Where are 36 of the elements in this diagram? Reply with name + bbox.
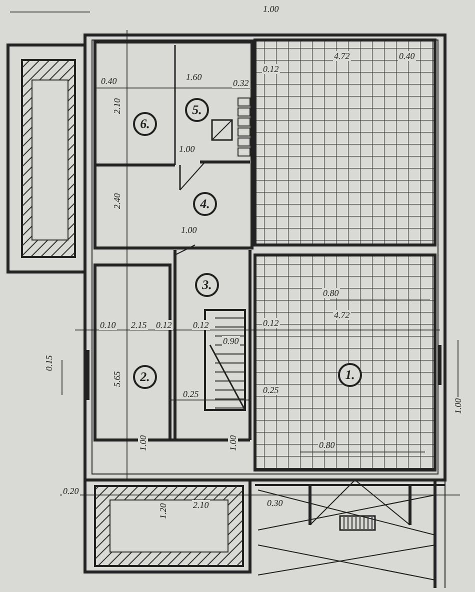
dimension-label: 0.40: [398, 51, 416, 61]
dimension-label: 0.40: [100, 76, 118, 86]
dimension-label: 0.90: [222, 336, 240, 346]
dimension-label: 0.80: [318, 440, 336, 450]
dimension-label: 0.80: [322, 288, 340, 298]
dimension-label: 0.12: [262, 318, 280, 328]
dimension-label: 1.20: [158, 502, 168, 520]
dimension-label: 0.15: [44, 354, 54, 372]
dimension-label: 1.00: [262, 4, 280, 14]
room-number: 3.: [195, 273, 219, 297]
dimension-label: 0.12: [262, 64, 280, 74]
room-number: 6.: [133, 112, 157, 136]
dimension-label: 5.65: [112, 370, 122, 388]
dimension-label: 0.32: [232, 78, 250, 88]
dimension-label: 2.10: [192, 500, 210, 510]
dimension-label: 0.25: [262, 385, 280, 395]
dimension-label: 1.00: [228, 434, 238, 452]
dimension-label: 2.10: [112, 97, 122, 115]
dimension-label: 1.60: [185, 72, 203, 82]
dimension-label: 0.12: [155, 320, 173, 330]
dimension-label: 0.25: [182, 389, 200, 399]
room-number: 5.: [185, 98, 209, 122]
dimension-label: 0.10: [99, 320, 117, 330]
dimension-label: 1.00: [178, 144, 196, 154]
dimension-label: 4.72: [333, 310, 351, 320]
room-number: 4.: [193, 192, 217, 216]
dimension-label: 4.72: [333, 51, 351, 61]
room-number: 2.: [133, 365, 157, 389]
dimension-label: 0.20: [62, 486, 80, 496]
dimension-label: 2.15: [130, 320, 148, 330]
dimension-label: 1.00: [180, 225, 198, 235]
dimension-label: 0.30: [266, 498, 284, 508]
dimension-label: 0.12: [192, 320, 210, 330]
dimension-label: 2.40: [112, 192, 122, 210]
dimension-label: 1.00: [138, 434, 148, 452]
dimension-label: 1.00: [453, 397, 463, 415]
